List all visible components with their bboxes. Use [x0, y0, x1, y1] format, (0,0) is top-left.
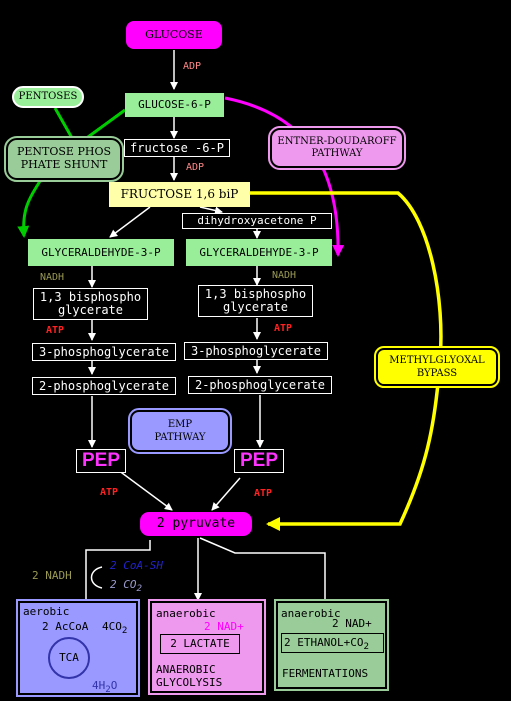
bpg-right-node: 1,3 bisphospho glycerate [198, 285, 313, 317]
bpg-right-line2: glycerate [222, 300, 289, 315]
adp-label-1: ADP [183, 61, 202, 72]
pentose-shunt-line1: PENTOSE PHOS [16, 145, 112, 158]
pentose-shunt-line2: PHATE SHUNT [20, 158, 108, 172]
arrow-g6p-to-shunt [87, 108, 126, 139]
dhap-node: dihydroxyacetone P [182, 213, 332, 229]
aerobic-co2-sub: 2 [121, 625, 128, 637]
atp-right-1: ATP [274, 323, 293, 334]
pentoses-node: PENTOSES [12, 86, 84, 108]
ethanol-product-sub: 2 [363, 641, 369, 653]
atp-right-2: ATP [254, 488, 273, 499]
nadh-left: NADH [40, 272, 65, 283]
aerobic-h2o: 4H2O [92, 679, 117, 695]
2pg-right-node: 2-phosphoglycerate [188, 376, 332, 394]
ethanol-footer: FERMENTATIONS [282, 667, 369, 680]
glucose-node: GLUCOSE [126, 21, 222, 49]
aerobic-h2o-tail: O [110, 679, 118, 692]
pentose-shunt-node: PENTOSE PHOS PHATE SHUNT [4, 136, 124, 182]
glucose-6-p-node: GLUCOSE-6-P [125, 93, 224, 117]
anaerobic-lactate-panel: anaerobic 2 NAD+ 2 LACTATE ANAEROBIC GLY… [148, 599, 266, 695]
emp-line2: PATHWAY [154, 431, 206, 443]
gap-left-node: GLYCERALDEHYDE-3-P [28, 239, 174, 266]
adp-label-2: ADP [186, 162, 205, 173]
entner-line2: PATHWAY [311, 148, 363, 159]
methylglyoxal-bypass-node: METHYLGLYOXAL BYPASS [374, 346, 500, 388]
fructose-6-p-node: fructose -6-P [124, 139, 230, 157]
aerobic-panel: aerobic 2 AcCoA 4CO2 TCA 4H2O [16, 599, 140, 697]
arrow-f16bp-to-gap-left [109, 206, 151, 238]
aerobic-title: aerobic [23, 605, 70, 618]
emp-line1: EMP [167, 419, 193, 430]
aerobic-co2-text: 4CO [102, 620, 122, 633]
nadh-2-label: 2 NADH [32, 569, 72, 582]
bpg-left-line1: 1,3 bisphospho [39, 290, 142, 304]
side-arc-nadh [90, 566, 103, 589]
methylglyoxal-line1: METHYLGLYOXAL [389, 355, 485, 366]
emp-pathway-node: EMP PATHWAY [128, 408, 232, 454]
nadh-right: NADH [272, 270, 297, 281]
aerobic-h2o-text: 4H [92, 679, 106, 692]
aerobic-co2: 4CO2 [102, 620, 127, 636]
arrow-pyruvate-to-ethanol [199, 537, 329, 624]
gap-right-node: GLYCERALDEHYDE-3-P [186, 239, 332, 266]
methylglyoxal-line2: BYPASS [416, 367, 458, 379]
lactate-panel-title: anaerobic [156, 607, 216, 620]
arrow-shunt-to-gap [17, 177, 44, 238]
arrow-entner-doudoroff [224, 96, 345, 257]
lactate-product: 2 LACTATE [160, 634, 240, 654]
fructose-16-bip-node: FRUCTOSE 1,6 biP [109, 182, 250, 207]
aerobic-acetyl: 2 AcCoA [42, 620, 89, 633]
co2-side-sub: 2 [136, 583, 143, 595]
ethanol-panel-nad: 2 NAD+ [332, 617, 372, 630]
pep-right-node: PEP [234, 449, 284, 473]
ethanol-product-text: 2 ETHANOL+CO [284, 636, 364, 649]
anaerobic-ethanol-panel: anaerobic 2 NAD+ 2 ETHANOL+CO2 FERMENTAT… [274, 599, 389, 691]
bpg-left-line2: glycerate [57, 303, 124, 318]
arrow-pyruvate-to-aerobic [82, 540, 151, 626]
coa-sh-label: 2 CoA-SH [110, 559, 163, 572]
ethanol-product: 2 ETHANOL+CO2 [281, 633, 384, 653]
arrow-pentoses-to-shunt [53, 107, 74, 139]
lactate-panel-nad: 2 NAD+ [204, 620, 244, 633]
3pg-right-node: 3-phosphoglycerate [184, 342, 328, 360]
lactate-footer-line1: ANAEROBIC [156, 663, 216, 676]
ethanol-panel-title: anaerobic [281, 607, 341, 620]
atp-left-1: ATP [46, 325, 65, 336]
pep-left-node: PEP [76, 449, 126, 473]
tca-circle: TCA [48, 637, 90, 679]
entner-line1: ENTNER-DOUDAROFF [277, 136, 397, 147]
lactate-footer-line2: GLYCOLYSIS [156, 676, 223, 689]
arrow-pep-right-to-pyruvate [211, 477, 241, 511]
3pg-left-node: 3-phosphoglycerate [32, 343, 176, 361]
co2-side-label: 2 CO2 [110, 578, 142, 594]
pyruvate-node: 2 pyruvate [140, 512, 252, 536]
bpg-left-node: 1,3 bisphospho glycerate [33, 288, 148, 320]
co2-side-text: 2 CO [110, 578, 137, 591]
atp-left-2: ATP [100, 487, 119, 498]
entner-doudoroff-node: ENTNER-DOUDAROFF PATHWAY [268, 126, 406, 170]
2pg-left-node: 2-phosphoglycerate [32, 377, 176, 395]
aerobic-h2o-sub: 2 [105, 684, 111, 696]
arrow-pep-left-to-pyruvate [117, 469, 173, 511]
bpg-right-line1: 1,3 bisphospho [204, 287, 307, 301]
arrow-f16bp-to-dhap [199, 206, 223, 215]
